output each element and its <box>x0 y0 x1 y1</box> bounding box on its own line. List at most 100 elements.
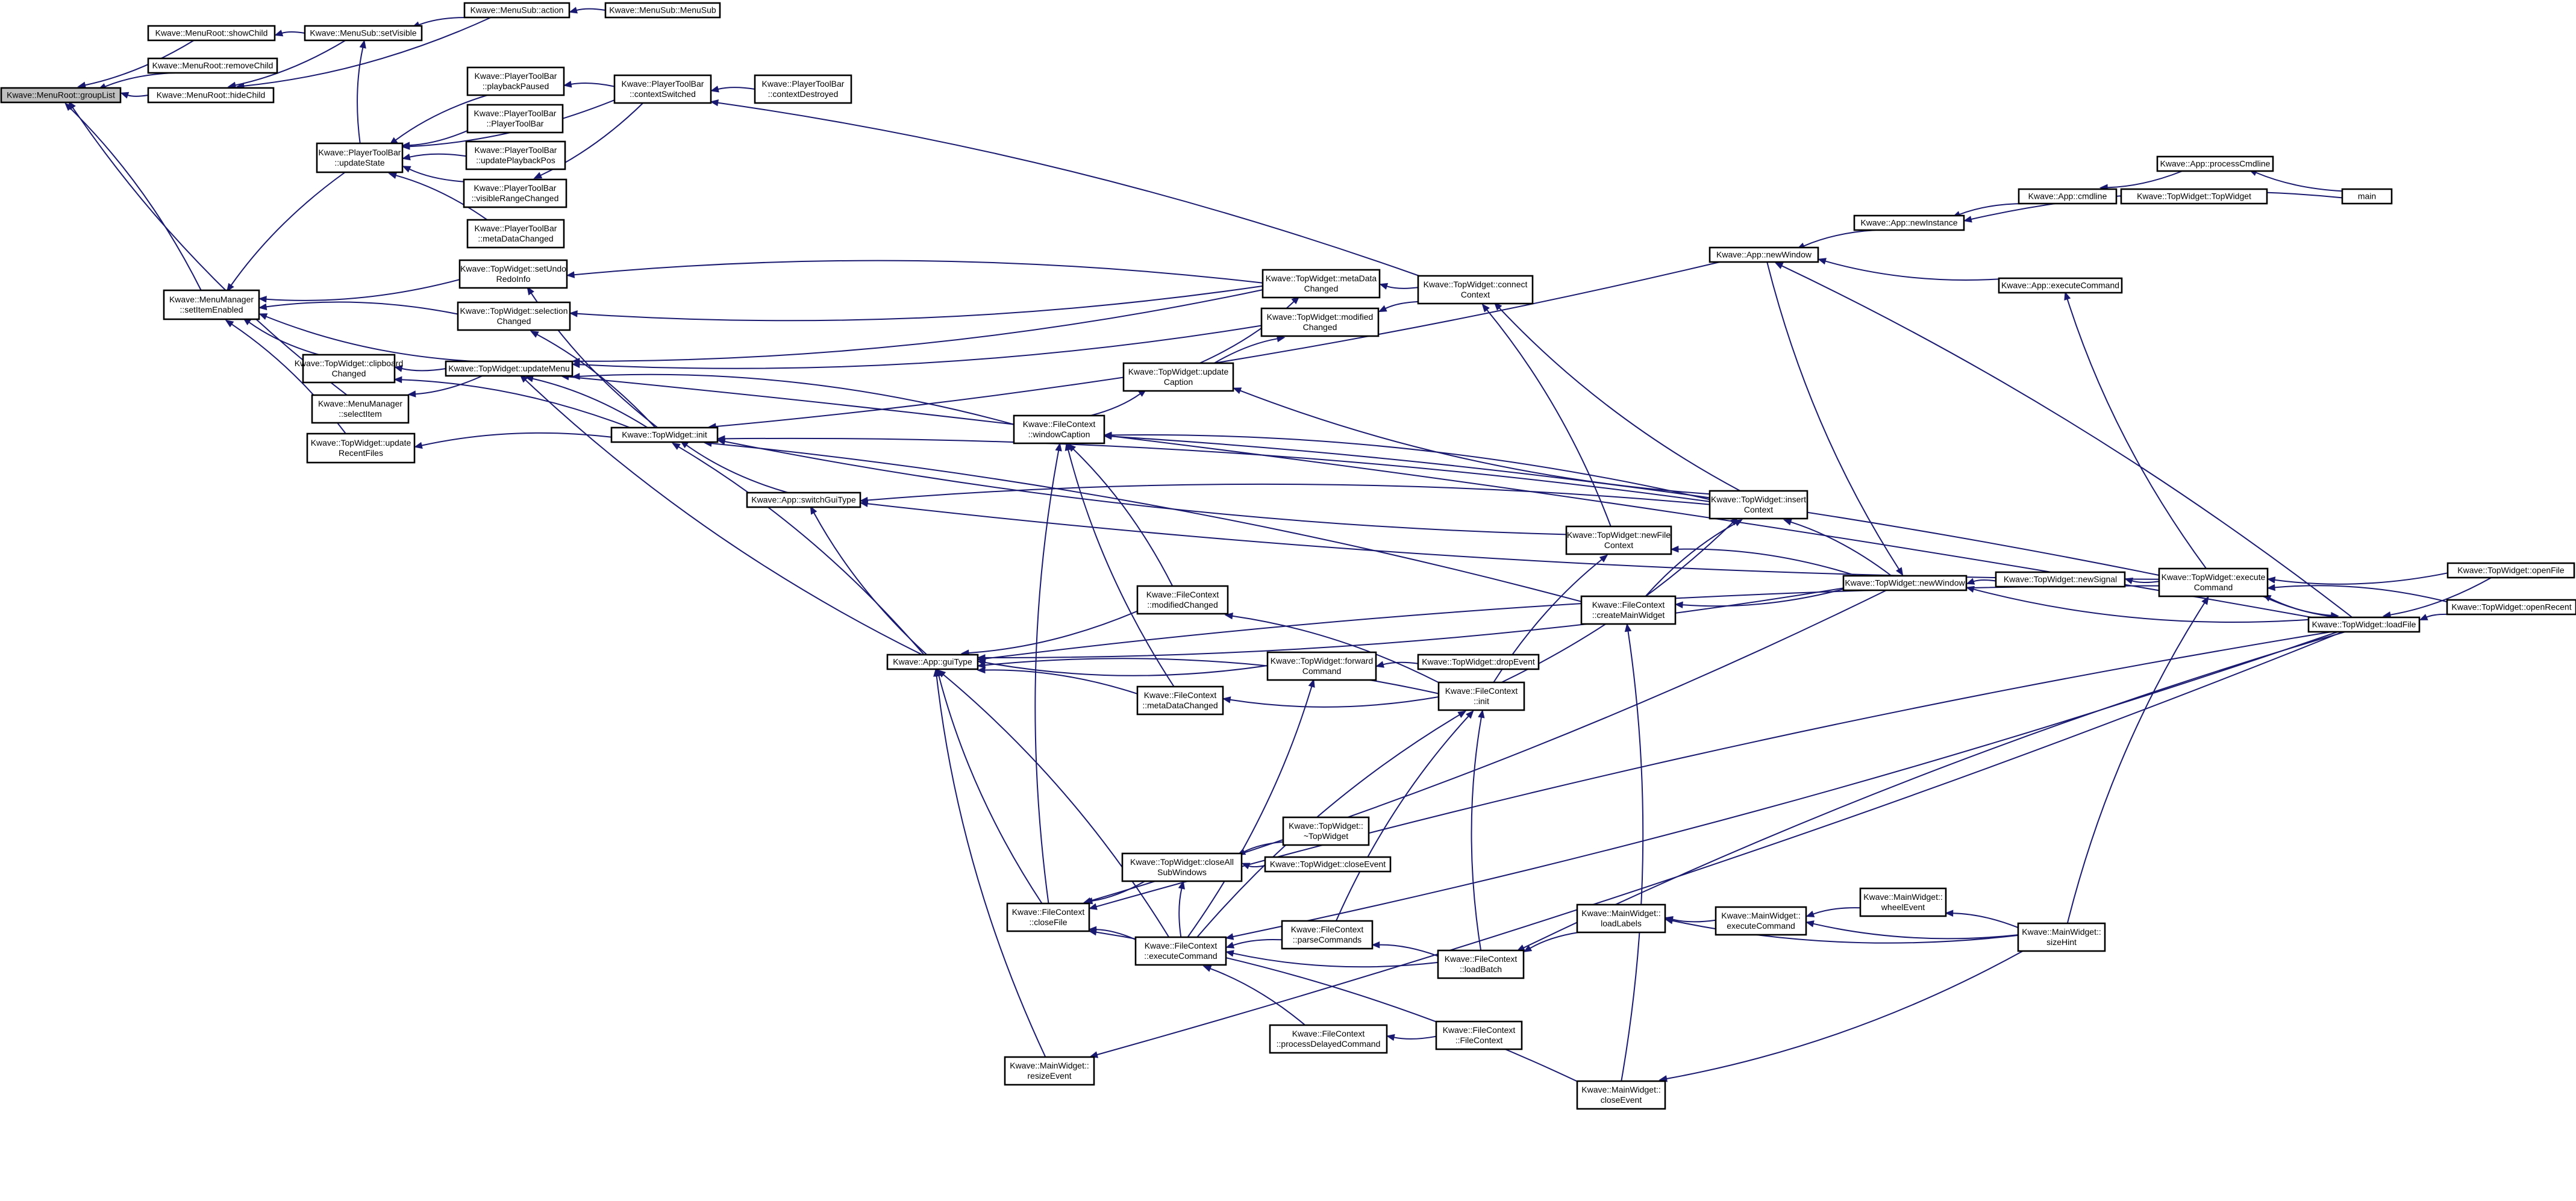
node-label: ::FileContext <box>1455 1035 1503 1045</box>
graph-node[interactable]: Kwave::MenuSub::action <box>463 2 571 19</box>
graph-node[interactable]: Kwave::MenuRoot::removeChild <box>147 57 278 74</box>
graph-node[interactable]: Kwave::FileContext::closeFile <box>1006 902 1090 932</box>
graph-node[interactable]: Kwave::FileContext::modifiedChanged <box>1136 585 1229 615</box>
graph-node[interactable]: Kwave::FileContext::processDelayedComman… <box>1269 1024 1388 1054</box>
graph-node[interactable]: Kwave::TopWidget::openFile <box>2446 562 2575 579</box>
graph-node[interactable]: Kwave::App::cmdline <box>2018 188 2118 205</box>
graph-node[interactable]: Kwave::TopWidget::openRecent <box>2446 599 2576 616</box>
graph-node[interactable]: Kwave::MenuManager::setItemEnabled <box>163 289 260 320</box>
call-edge <box>401 368 446 372</box>
graph-node[interactable]: Kwave::FileContext::loadBatch <box>1437 949 1525 979</box>
graph-node[interactable]: Kwave::MenuSub::MenuSub <box>604 2 721 19</box>
call-edge <box>1486 309 1612 527</box>
node-box <box>1417 275 1534 305</box>
node-label: ~TopWidget <box>1304 831 1348 841</box>
node-label: ::closeFile <box>1029 917 1067 927</box>
arrow-head <box>274 30 284 37</box>
graph-node[interactable]: Kwave::MenuRoot::groupList <box>0 87 122 104</box>
graph-node[interactable]: Kwave::TopWidget::modifiedChanged <box>1260 307 1380 337</box>
arrow-head <box>1457 710 1467 719</box>
graph-node[interactable]: Kwave::PlayerToolBar::PlayerToolBar <box>466 104 564 134</box>
call-edge <box>2274 585 2448 603</box>
graph-node[interactable]: Kwave::TopWidget::executeCommand <box>2158 567 2269 597</box>
node-box <box>463 178 567 208</box>
node-label: resizeEvent <box>1027 1071 1071 1081</box>
graph-node[interactable]: Kwave::MainWidget::wheelEvent <box>1859 887 1947 917</box>
graph-node[interactable]: Kwave::MainWidget::loadLabels <box>1576 903 1666 934</box>
call-edge <box>409 129 468 146</box>
graph-node[interactable]: Kwave::FileContext::FileContext <box>1435 1020 1523 1050</box>
graph-node[interactable]: Kwave::PlayerToolBar::updateState <box>316 142 404 173</box>
graph-node[interactable]: Kwave::TopWidget::dropEvent <box>1417 654 1540 670</box>
graph-node[interactable]: Kwave::PlayerToolBar::playbackPaused <box>466 66 565 96</box>
graph-node[interactable]: Kwave::TopWidget::TopWidget <box>2120 188 2268 205</box>
graph-node[interactable]: Kwave::FileContext::windowCaption <box>1013 414 1105 445</box>
graph-node[interactable]: Kwave::TopWidget::~TopWidget <box>1282 816 1370 846</box>
call-edge <box>1233 631 2338 938</box>
graph-node[interactable]: Kwave::MenuRoot::showChild <box>147 25 276 42</box>
graph-node[interactable]: Kwave::App::guiType <box>886 654 979 670</box>
graph-node[interactable]: Kwave::MainWidget::resizeEvent <box>1004 1056 1095 1086</box>
graph-node[interactable]: main <box>2341 188 2393 205</box>
node-label: Kwave::TopWidget::modified <box>1267 312 1374 322</box>
graph-node[interactable]: Kwave::MenuSub::setVisible <box>304 25 423 42</box>
graph-node[interactable]: Kwave::PlayerToolBar::visibleRangeChange… <box>463 178 567 208</box>
arrow-head <box>68 101 76 110</box>
node-box <box>1122 362 1234 392</box>
node-label: Kwave::App::guiType <box>893 657 972 667</box>
arrow-head <box>1178 881 1186 890</box>
call-edge <box>1111 435 2160 576</box>
graph-node[interactable]: Kwave::TopWidget::init <box>610 426 719 443</box>
graph-node[interactable]: Kwave::MenuManager::selectItem <box>311 394 410 424</box>
graph-node[interactable]: Kwave::PlayerToolBar::contextSwitched <box>613 74 712 104</box>
node-box <box>463 2 571 19</box>
node-label: Kwave::App::cmdline <box>2028 192 2107 201</box>
node-box <box>163 289 260 320</box>
graph-node[interactable]: Kwave::App::processCmdline <box>2156 155 2274 172</box>
graph-node[interactable]: Kwave::App::executeCommand <box>1998 277 2123 294</box>
graph-node[interactable]: Kwave::FileContext::executeCommand <box>1134 936 1227 966</box>
call-edge <box>2390 577 2492 616</box>
graph-node[interactable]: Kwave::PlayerToolBar::updatePlaybackPos <box>465 140 566 170</box>
call-edge <box>724 437 1710 502</box>
graph-node[interactable]: Kwave::MainWidget::sizeHint <box>2017 922 2106 952</box>
call-edge <box>724 441 1567 535</box>
graph-node[interactable]: Kwave::TopWidget::newWindow <box>1842 575 1968 591</box>
node-label: ::windowCaption <box>1028 429 1090 439</box>
graph-node[interactable]: Kwave::MainWidget::closeEvent <box>1576 1080 1666 1110</box>
graph-node[interactable]: Kwave::PlayerToolBar::contextDestroyed <box>754 74 852 104</box>
node-label: Changed <box>332 369 366 378</box>
graph-node[interactable]: Kwave::App::switchGuiType <box>746 491 861 508</box>
graph-node[interactable]: Kwave::MainWidget::executeCommand <box>1715 906 1807 936</box>
node-label: Kwave::App::newWindow <box>1716 250 1812 260</box>
graph-node[interactable]: Kwave::App::newInstance <box>1853 214 1965 231</box>
graph-node[interactable]: Kwave::TopWidget::closeEvent <box>1264 856 1392 873</box>
node-label: ::processDelayedCommand <box>1277 1039 1381 1049</box>
graph-node[interactable]: Kwave::TopWidget::metaDataChanged <box>1261 269 1381 299</box>
graph-node[interactable]: Kwave::TopWidget::updateMenu <box>445 360 574 377</box>
graph-node[interactable]: Kwave::App::newWindow <box>1708 246 1819 263</box>
graph-node[interactable]: Kwave::TopWidget::newSignal <box>1995 571 2126 588</box>
graph-node[interactable]: Kwave::FileContext::init <box>1437 681 1525 711</box>
graph-node[interactable]: Kwave::FileContext::parseCommands <box>1281 920 1374 950</box>
arrow-head <box>563 81 572 88</box>
graph-node[interactable]: Kwave::FileContext::createMainWidget <box>1580 595 1677 625</box>
graph-node[interactable]: Kwave::MenuRoot::hideChild <box>147 87 275 104</box>
node-box <box>2446 599 2576 616</box>
node-box <box>2156 155 2274 172</box>
graph-node[interactable]: Kwave::FileContext::metaDataChanged <box>1136 685 1224 716</box>
call-edge <box>1385 301 1419 310</box>
node-box <box>466 219 565 249</box>
graph-node[interactable]: Kwave::TopWidget::loadFile <box>2307 616 2421 633</box>
graph-node[interactable]: Kwave::PlayerToolBar::metaDataChanged <box>466 219 565 249</box>
